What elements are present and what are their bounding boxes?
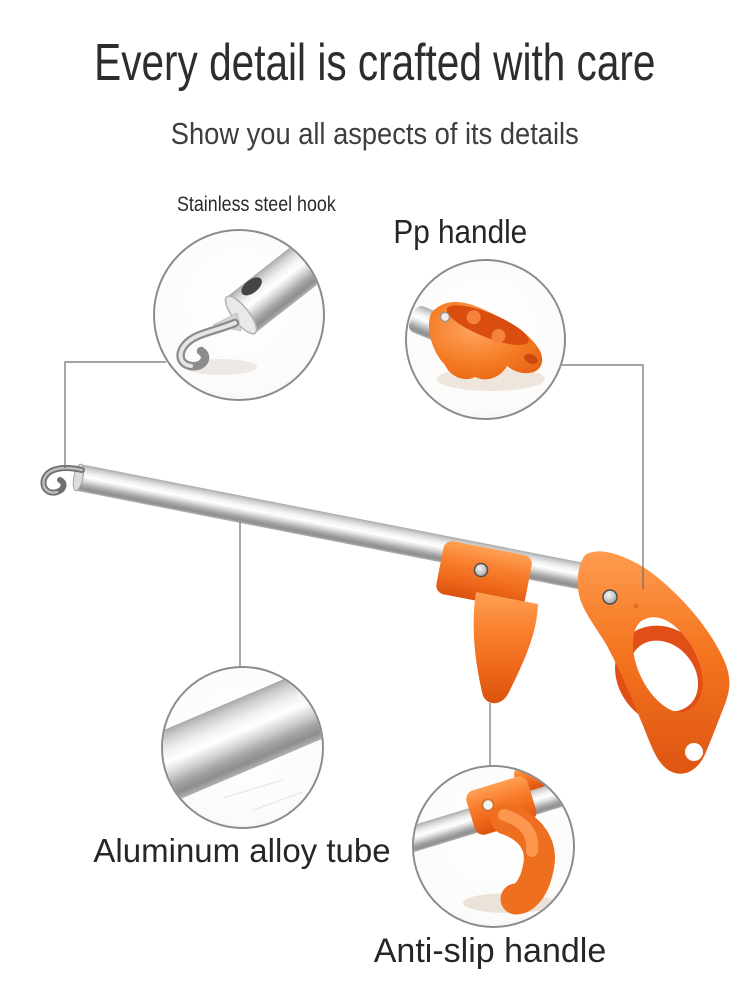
page-subtitle-text: Show you all aspects of its details [171, 116, 579, 151]
callout-label-stainless-steel-hook: Stainless steel hook [176, 193, 336, 216]
callout-bubble-aluminum-alloy-tube [161, 666, 324, 829]
trigger-grip [473, 592, 538, 704]
inner-grip-ring [615, 625, 713, 727]
page-title-text: Every detail is crafted with care [94, 34, 656, 92]
page-title: Every detail is crafted with care [0, 37, 750, 89]
pp-handle-closeup [407, 261, 564, 418]
callout-bubble-pp-handle [405, 259, 566, 420]
callout-label-anti-slip-handle: Anti-slip handle [373, 932, 607, 970]
page-subtitle: Show you all aspects of its details [0, 118, 750, 149]
collar-rivet [473, 562, 489, 578]
aluminum-alloy-tube-closeup [163, 668, 322, 827]
callout-label-aluminum-alloy-tube: Aluminum alloy tube [93, 832, 391, 869]
locking-collar [436, 541, 532, 609]
anti-slip-handle-closeup [414, 767, 573, 926]
pp-handle [577, 551, 730, 774]
handle-rivet [602, 589, 618, 605]
callout-label-pp-handle: Pp handle [393, 213, 527, 250]
leader-line-pp-handle [562, 364, 644, 589]
callout-bubble-stainless-steel-hook [153, 229, 325, 401]
callout-bubble-anti-slip-handle [412, 765, 575, 928]
steel-hook [40, 465, 85, 496]
aluminum-tube [72, 463, 601, 593]
stainless-steel-hook-closeup [155, 231, 323, 399]
handle-dimple [633, 603, 639, 609]
leader-line-hook [64, 361, 166, 468]
